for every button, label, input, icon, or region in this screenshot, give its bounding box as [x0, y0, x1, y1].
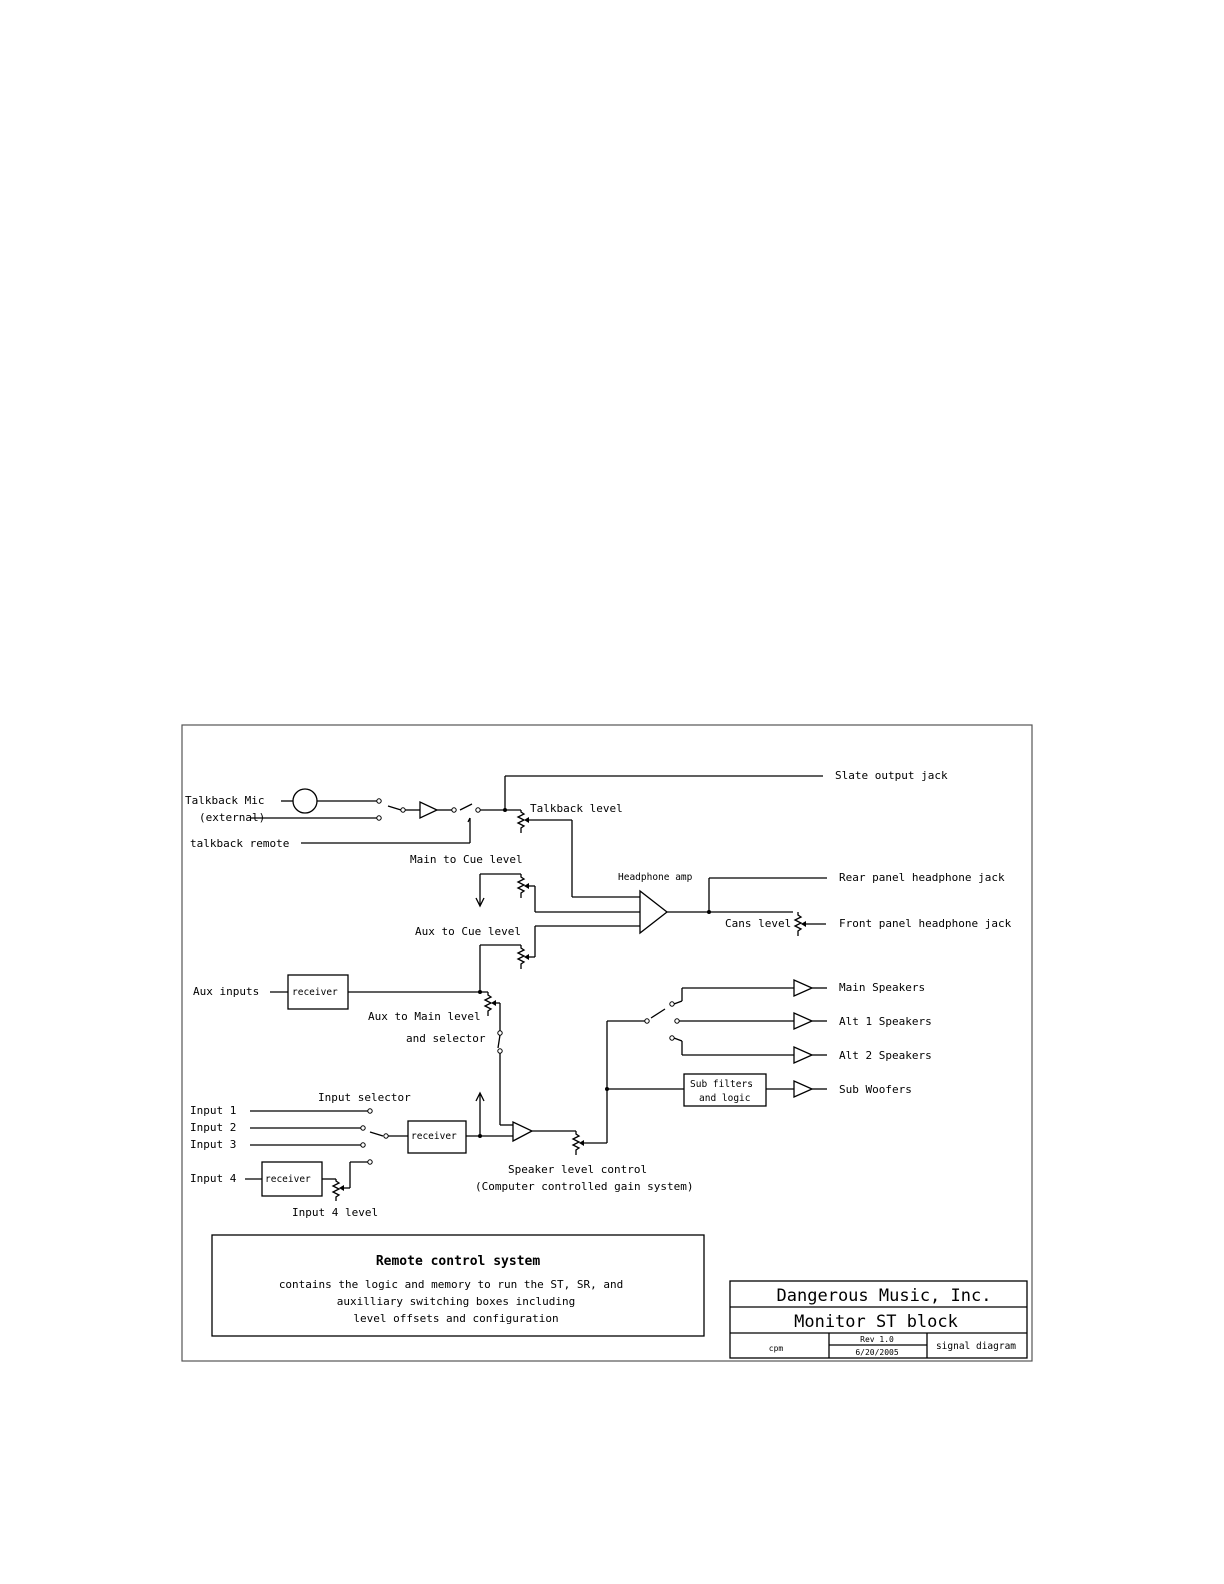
- talkback-level-label: Talkback level: [530, 802, 623, 815]
- cans-level-pot: [793, 912, 803, 936]
- main-to-cue-level-pot: [516, 874, 526, 898]
- input-2-label: Input 2: [190, 1121, 236, 1134]
- sub-amp: [793, 1079, 814, 1099]
- slate-output-jack-label: Slate output jack: [835, 769, 948, 782]
- sub-filters-line1: Sub filters: [690, 1079, 753, 1090]
- speaker-selector-switch: [650, 1008, 666, 1019]
- remote-control-line1: contains the logic and memory to run the…: [279, 1278, 623, 1291]
- talkback-remote-label: talkback remote: [190, 837, 289, 850]
- aux-inputs-label: Aux inputs: [193, 985, 259, 998]
- aux-to-main-level-label: Aux to Main level: [368, 1010, 481, 1023]
- aux-receiver-label: receiver: [292, 987, 338, 998]
- sub-filters-line2: and logic: [699, 1093, 750, 1104]
- remote-control-title: Remote control system: [376, 1254, 541, 1269]
- aux-main-selector-switch: [497, 1034, 501, 1049]
- speaker-level-pot: [571, 1131, 581, 1155]
- cans-level-label: Cans level: [725, 917, 791, 930]
- aux-to-cue-level-pot: [516, 945, 526, 969]
- remote-control-line2: auxilliary switching boxes including: [337, 1295, 575, 1308]
- headphone-amp-label: Headphone amp: [618, 872, 693, 883]
- remote-control-box: [211, 1234, 705, 1337]
- input-selector-switch: [369, 1131, 384, 1137]
- alt1-speakers-label: Alt 1 Speakers: [839, 1015, 932, 1028]
- and-selector-label: and selector: [406, 1032, 486, 1045]
- talkback-mic-label: Talkback Mic: [185, 794, 264, 807]
- drawing-title: Monitor ST block: [794, 1312, 958, 1332]
- input4-receiver-box: [261, 1161, 323, 1197]
- sub-woofers-label: Sub Woofers: [839, 1083, 912, 1096]
- computer-controlled-label: (Computer controlled gain system): [475, 1180, 694, 1193]
- main-receiver-box: [407, 1120, 467, 1154]
- input4-receiver-label: receiver: [265, 1174, 311, 1185]
- company-name: Dangerous Music, Inc.: [777, 1286, 992, 1306]
- talkback-switch: [459, 803, 473, 811]
- external-label: (external): [199, 811, 265, 824]
- speaker-level-control-label: Speaker level control: [508, 1163, 647, 1176]
- mic-select-switch: [387, 805, 402, 811]
- main-to-cue-level-label: Main to Cue level: [410, 853, 523, 866]
- main-speaker-amp: [793, 978, 814, 998]
- aux-receiver-box: [287, 974, 349, 1010]
- alt2-speakers-label: Alt 2 Speakers: [839, 1049, 932, 1062]
- remote-control-line3: level offsets and configuration: [353, 1312, 558, 1325]
- input4-level-pot: [331, 1179, 341, 1201]
- rear-panel-headphone-jack-label: Rear panel headphone jack: [839, 871, 1005, 884]
- aux-to-main-level-pot: [483, 992, 493, 1016]
- main-receiver-label: receiver: [411, 1131, 457, 1142]
- mic-preamp-triangle: [419, 800, 439, 820]
- drawing-type-label: signal diagram: [936, 1341, 1016, 1352]
- author-label: cpm: [769, 1344, 784, 1353]
- date-label: 6/20/2005: [855, 1348, 899, 1357]
- talkback-level-pot: [516, 810, 526, 833]
- main-speakers-label: Main Speakers: [839, 981, 925, 994]
- alt2-speaker-amp: [793, 1045, 814, 1065]
- diagram-frame: [181, 724, 1033, 1362]
- microphone-icon: [292, 788, 318, 814]
- speaker-amp-triangle: [512, 1120, 534, 1143]
- input-selector-label: Input selector: [318, 1091, 411, 1104]
- sub-filters-box: [683, 1073, 767, 1107]
- input-4-label: Input 4: [190, 1172, 237, 1185]
- input-1-label: Input 1: [190, 1104, 236, 1117]
- alt1-speaker-amp: [793, 1011, 814, 1031]
- headphone-amp-triangle: [639, 889, 669, 935]
- aux-to-cue-level-label: Aux to Cue level: [415, 925, 521, 938]
- input-4-level-label: Input 4 level: [292, 1206, 378, 1219]
- revision-label: Rev 1.0: [860, 1335, 894, 1344]
- input-3-label: Input 3: [190, 1138, 236, 1151]
- front-panel-headphone-jack-label: Front panel headphone jack: [839, 917, 1012, 930]
